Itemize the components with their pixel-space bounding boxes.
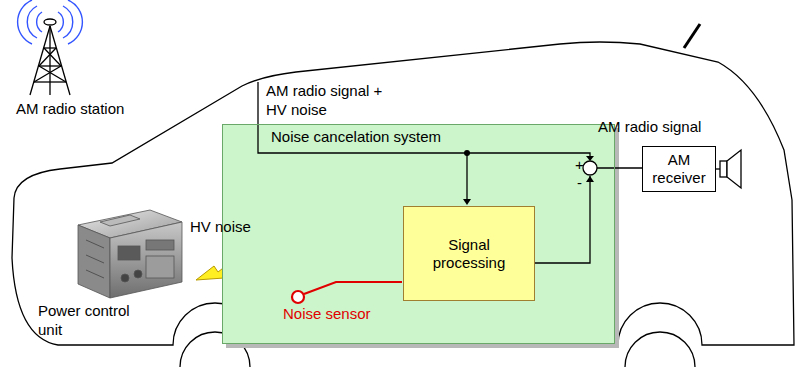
- speaker: [720, 161, 727, 177]
- arrow-head: [463, 199, 471, 205]
- sign-label: -: [577, 174, 582, 193]
- power-control-unit-picture: [78, 210, 182, 298]
- speaker: [727, 150, 741, 188]
- summing-junction: [583, 161, 597, 175]
- system-panel: Noise cancelation systemSignal processin…: [222, 124, 615, 344]
- arrow-head: [586, 156, 594, 161]
- radio-waves: [18, 0, 83, 44]
- sensor-wire: [304, 282, 402, 294]
- signal-label: AM radio signal: [598, 118, 701, 137]
- box-text: Noise cancelation system: [271, 128, 441, 146]
- sensor-label: Noise sensor: [283, 305, 371, 324]
- branch-dot: [464, 150, 470, 156]
- radio-tower: [30, 19, 70, 95]
- station-label: AM radio station: [16, 100, 124, 119]
- unit-label: Power control unit: [38, 302, 150, 340]
- signal-wire: [258, 82, 590, 200]
- panel-fill: [222, 124, 615, 344]
- car-antenna: [684, 24, 700, 48]
- sign-label: +: [575, 156, 584, 175]
- receiver-box: AM receiver: [642, 146, 716, 192]
- signal-connector: [535, 168, 642, 263]
- signal-label: AM radio signal + HV noise: [266, 82, 384, 120]
- box-text: AM receiver: [646, 151, 712, 187]
- car-outline: [12, 42, 794, 345]
- process-box: Signal processing: [403, 206, 535, 301]
- wheel: [625, 332, 695, 367]
- noise-sensor: [292, 291, 304, 303]
- box-text: Signal processing: [410, 236, 528, 272]
- noise-label: HV noise: [190, 218, 251, 237]
